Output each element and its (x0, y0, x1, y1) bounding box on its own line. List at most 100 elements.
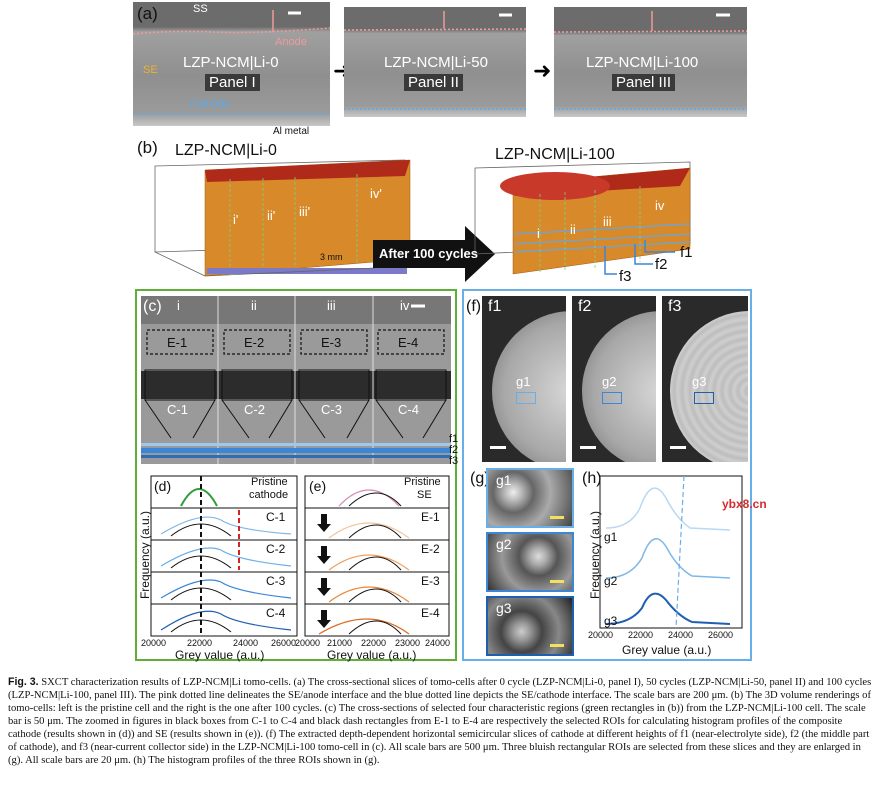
slice-image-f3 (662, 296, 748, 462)
row-c2: C-2 (266, 542, 286, 556)
right-region-1: i (537, 226, 540, 241)
h-tick-2: 22000 (628, 630, 654, 640)
roi-c3: C-3 (321, 402, 342, 417)
panel-e-plot (304, 475, 450, 637)
column-i: i (177, 298, 180, 313)
d-tick-4: 26000 (271, 638, 297, 648)
h-row-g1: g1 (604, 530, 618, 544)
right-region-3: iii (603, 214, 612, 229)
se-label: SE (143, 64, 158, 76)
row-c3: C-3 (266, 574, 286, 588)
anode-label: Anode (275, 36, 307, 48)
d-tick-3: 24000 (233, 638, 259, 648)
e-tick-5: 24000 (425, 638, 451, 648)
g1-image (486, 468, 574, 528)
panel-c-image (141, 296, 451, 464)
left-cell-title: LZP-NCM|Li-0 (175, 142, 277, 159)
interface-lines (554, 11, 747, 110)
g3-image-label: g3 (496, 600, 512, 616)
roi-e2: E-2 (244, 335, 265, 350)
panel-b: (b) LZP-NCM|Li-0 LZP-NCM|Li-100 Af (135, 134, 755, 285)
after-cycles-text: After 100 cycles (379, 246, 479, 261)
panel-a-label: (a) (137, 4, 158, 23)
slice-image-f1 (482, 296, 566, 462)
panel-g-label: (g) (470, 470, 490, 487)
d-tick-2: 22000 (187, 638, 213, 648)
panel-e-label: (e) (309, 478, 327, 494)
roi-e1: E-1 (167, 335, 188, 350)
arrow-icon: ➜ (533, 58, 552, 83)
roi-e3: E-3 (321, 335, 342, 350)
c-slice-f1: f1 (449, 433, 459, 445)
panel-a: (a) SS Anode SE Cathode LZP-NCM|Li-0 Pan… (133, 2, 783, 137)
al-metal-label: Al metal (273, 126, 310, 137)
column-iii: iii (327, 298, 336, 313)
figure-caption: Fig. 3. SXCT characterization results of… (8, 676, 872, 767)
row-e1: E-1 (421, 510, 440, 524)
panel-g: (g) g1 g2 g3 (470, 468, 580, 658)
panel-a-image-1: (a) SS Anode SE Cathode LZP-NCM|Li-0 Pan… (133, 2, 330, 126)
panel-fgh-frame (462, 289, 752, 661)
panel-c-label: (c) (143, 298, 162, 315)
column-ii: ii (251, 298, 257, 313)
panel-f-label: (f) (466, 298, 482, 315)
slice-label-f1: f1 (680, 244, 693, 261)
panel-d-top: Pristine (251, 476, 288, 488)
e-tick-3: 22000 (361, 638, 387, 648)
roi-c2: C-2 (244, 402, 265, 417)
roi-c1: C-1 (167, 402, 188, 417)
h-tick-1: 20000 (588, 630, 614, 640)
panel-d: (d) Pristine cathode C-1 C-2 C-3 C-4 200… (141, 470, 301, 656)
g3-roi-label: g3 (692, 374, 707, 389)
panel-d-top2: cathode (249, 489, 289, 501)
panel-h-label: (h) (582, 470, 602, 487)
panel-e-top2: SE (417, 489, 432, 501)
panel-a-image-3: LZP-NCM|Li-100 Panel III (554, 7, 747, 117)
cell-name-1: LZP-NCM|Li-0 (183, 54, 279, 71)
g1-roi-label: g1 (516, 374, 531, 389)
panel-h-ylabel: Frequency (a.u.) (588, 510, 602, 600)
panel-b-label: (b) (137, 138, 158, 157)
panel-e: (e) Pristine SE E-1 E-2 E-3 E-4 20000 21… (295, 470, 455, 656)
left-region-3: iii' (299, 204, 311, 219)
cathode-label: Cathode (189, 98, 231, 110)
interface-lines (344, 11, 526, 110)
ss-label: SS (193, 3, 208, 15)
roi-c4: C-4 (398, 402, 419, 417)
panel-name-3: Panel III (612, 74, 676, 91)
panel-e-xlabel: Grey value (a.u.) (327, 648, 417, 662)
panel-c: (c) i ii iii iv E-1 E-2 E-3 E-4 C-1 C-2 … (141, 296, 451, 464)
e-tick-2: 21000 (327, 638, 353, 648)
panel-d-plot (150, 475, 298, 637)
row-c4: C-4 (266, 606, 286, 620)
c-slice-f2: f2 (449, 444, 459, 456)
row-c1: C-1 (266, 510, 286, 524)
h-tick-4: 26000 (708, 630, 734, 640)
g3-image (486, 596, 574, 656)
g2-roi-label: g2 (602, 374, 617, 389)
f3-label: f3 (668, 298, 682, 315)
volume-renderings (154, 159, 691, 282)
panel-cde-frame (135, 289, 457, 661)
d-tick-1: 20000 (141, 638, 167, 648)
panel-e-top: Pristine (404, 476, 441, 488)
e-tick-4: 23000 (395, 638, 421, 648)
panel-name-2: Panel II (404, 74, 463, 91)
left-region-2: ii' (267, 208, 276, 223)
h-tick-3: 24000 (668, 630, 694, 640)
slice-image-f2 (572, 296, 656, 462)
right-region-4: iv (655, 198, 665, 213)
panel-d-ylabel: Frequency (a.u.) (138, 510, 152, 600)
left-region-1: i' (233, 212, 239, 227)
panel-d-label: (d) (154, 478, 172, 494)
panel-h-xlabel: Grey value (a.u.) (622, 643, 712, 657)
column-iv: iv (400, 298, 410, 313)
f2-label: f2 (578, 298, 592, 315)
slice-label-f3: f3 (619, 268, 632, 285)
c-slice-f3: f3 (449, 455, 459, 467)
e-tick-1: 20000 (295, 638, 321, 648)
g2-image (486, 532, 574, 592)
panel-a-image-2: LZP-NCM|Li-50 Panel II (344, 7, 526, 117)
roi-e4: E-4 (398, 335, 419, 350)
watermark: ybx8.cn (722, 497, 767, 511)
